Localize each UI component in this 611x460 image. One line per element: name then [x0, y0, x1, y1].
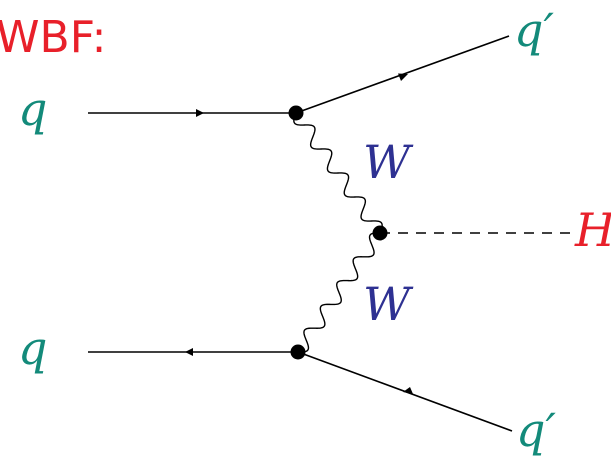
vertex-middle: [372, 225, 388, 241]
arrow-up-right-icon: [398, 73, 408, 81]
label-boson-top: W: [363, 135, 414, 189]
label-quark-in-bottom: q: [18, 321, 47, 375]
label-quark-out-bottom: q′: [516, 403, 556, 457]
arrow-left-icon: [185, 348, 193, 356]
w-boson-line-bottom: [297, 232, 381, 353]
vertex-bottom: [290, 344, 306, 360]
label-quark-in-top: q: [18, 82, 47, 136]
w-boson-line-top: [293, 112, 383, 234]
label-boson-bottom: W: [363, 277, 414, 331]
arrow-right-icon: [196, 109, 204, 117]
label-quark-out-top: q′: [514, 3, 554, 57]
diagram-title: WBF:: [0, 12, 106, 63]
arrow-up-left-icon: [403, 387, 413, 394]
vertex-top: [288, 105, 304, 121]
label-higgs: H: [574, 203, 611, 257]
